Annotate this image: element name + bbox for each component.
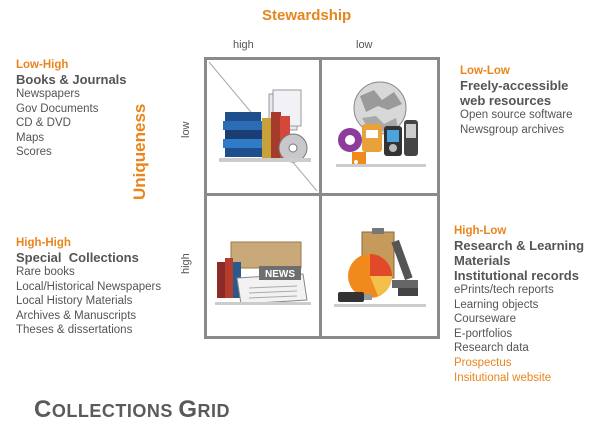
title-part-2: RID [197, 401, 231, 421]
quadrant-low-low: Low-Low Freely-accessible web resources … [460, 64, 600, 137]
collections-grid-title: COLLECTIONS GRID [34, 396, 230, 424]
wikipedia-media-icon [336, 81, 426, 167]
list-item: Courseware [454, 313, 516, 326]
list-item-highlight: Prospectus [454, 356, 512, 369]
list-item: Newsgroup archives [460, 123, 565, 136]
news-sign-text: NEWS [265, 269, 295, 280]
title-part-1: OLLECTIONS [51, 401, 179, 421]
quadrant-low-high-title: Books & Journals [16, 72, 127, 87]
grid-vertical-divider [319, 57, 322, 339]
list-item: Newspapers [16, 88, 80, 100]
quadrant-high-high: High-High Special Collections Rare books… [16, 236, 201, 338]
list-item: Scores [16, 146, 52, 159]
quadrant-high-high-label: High-High [16, 237, 71, 249]
newspapers-icon: NEWS [215, 241, 311, 305]
quadrant-low-low-title-line1: Freely-accessible [460, 78, 569, 93]
stewardship-high-label: high [233, 39, 254, 51]
list-item: Rare books [16, 266, 75, 278]
list-item: Theses & dissertations [16, 324, 133, 337]
quadrant-high-high-title: Special Collections [16, 250, 139, 265]
list-item: CD & DVD [16, 117, 71, 130]
grid-horizontal-divider [204, 193, 440, 196]
research-lab-icon [334, 228, 426, 307]
list-item: E-portfolios [454, 327, 513, 340]
title-initial-c: C [34, 396, 52, 423]
list-item: Local/Historical Newspapers [16, 280, 162, 293]
list-item: Research data [454, 342, 529, 355]
stewardship-low-label: low [356, 39, 373, 51]
list-item: ePrints/tech reports [454, 284, 554, 296]
quadrant-high-low-label: High-Low [454, 225, 507, 237]
list-item: Open source software [460, 109, 573, 121]
quadrant-low-low-label: Low-Low [460, 65, 510, 77]
stewardship-axis-title: Stewardship [262, 7, 352, 24]
list-item: Gov Documents [16, 102, 99, 115]
collections-grid [204, 57, 440, 339]
list-item: Learning objects [454, 298, 539, 311]
books-cd-icon [208, 61, 318, 192]
quadrant-high-low-title-line3: Institutional records [454, 268, 579, 283]
quadrant-high-low-title-line2: Materials [454, 253, 511, 268]
quadrant-high-low-title-line1: Research & Learning [454, 238, 585, 253]
title-initial-g: G [178, 396, 198, 423]
quadrant-low-high: Low-High Books & Journals Newspapers Gov… [16, 58, 196, 160]
quadrant-low-high-label: Low-High [16, 59, 69, 71]
quadrant-low-low-title-line2: web resources [460, 93, 552, 108]
list-item: Archives & Manuscripts [16, 309, 137, 322]
list-item: Local History Materials [16, 295, 133, 308]
list-item: Maps [16, 131, 45, 144]
list-item-highlight: Insitutional website [454, 371, 552, 384]
quadrant-high-low: High-Low Research & Learning Materials I… [454, 224, 600, 385]
